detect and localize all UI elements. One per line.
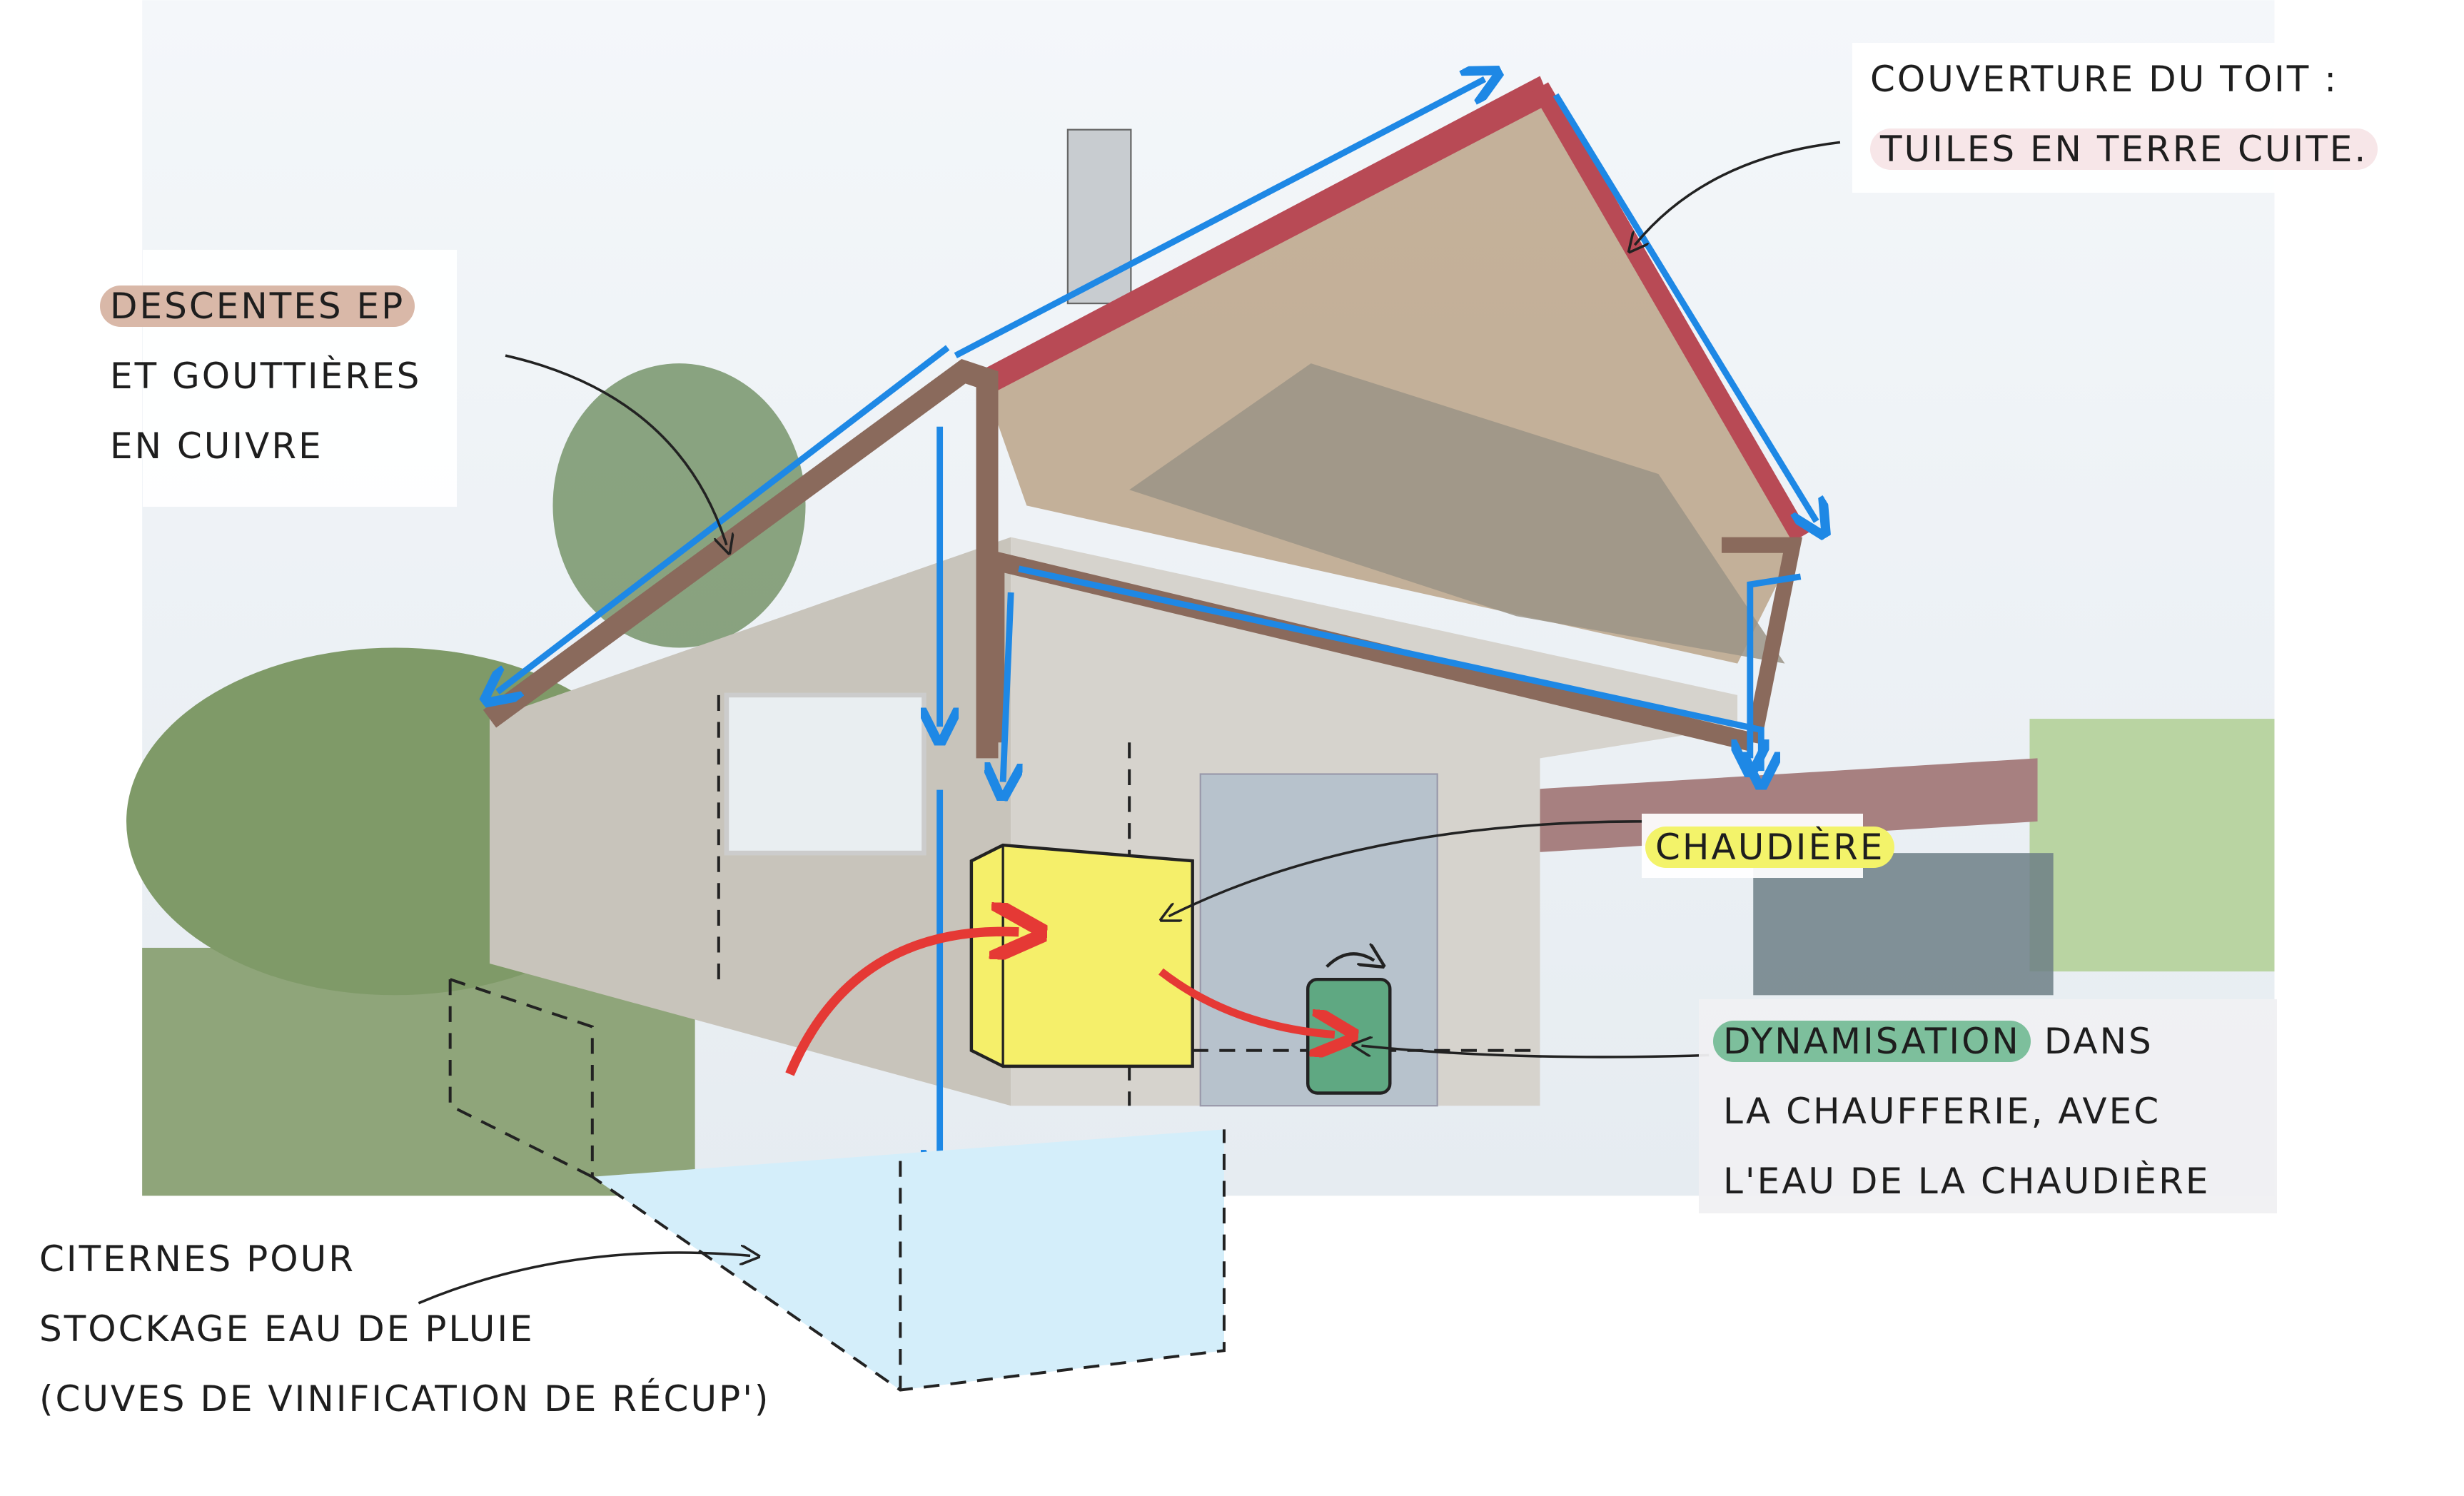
dynamisation-label-line2: la chaufferie, avec [1723,1091,2161,1132]
gutters-label-line2: et gouttières [110,355,422,397]
leader-roof [1635,141,1841,245]
boiler-label-text: Chaudière [1645,827,1895,868]
gutters-label: Descentes EP et gouttières en cuivre [100,271,421,481]
heat-arrow-out [1158,968,1334,1035]
dynamisation-label: Dynamisation dans la chaufferie, avec l'… [1713,1006,2210,1216]
cisterns-label-line3: (cuves de vinification de récup') [39,1378,771,1420]
cistern [592,1129,1224,1390]
dynamisation-label-highlight: Dynamisation [1713,1021,2031,1062]
roof-label-line1: Couverture du toit : [1870,59,2339,100]
roof-label-line2: tuiles en terre cuite. [1870,128,2378,170]
leader-cisterns [418,1253,750,1305]
balcony [1129,363,1785,664]
chimney [1066,128,1132,305]
gutters-label-line3: en cuivre [110,425,323,467]
gutters-label-line1: Descentes EP [100,285,415,327]
boiler-label: Chaudière [1645,812,1895,882]
copper-gutter-front [985,548,1756,752]
dynamisation-label-line3: l'eau de la chaudière [1723,1161,2211,1202]
cisterns-label-line1: Citernes pour [39,1238,356,1280]
leader-gutters [505,354,727,545]
roof-tiles [979,76,1551,393]
window [724,692,926,856]
cisterns-label-line2: stockage eau de pluie [39,1308,535,1350]
green-shed [2029,719,2275,972]
leader-boiler [1168,820,1643,916]
heat-arrow-in [785,931,1019,1076]
cisterns-label: Citernes pour stockage eau de pluie (cuv… [39,1224,770,1434]
roof-label: Couverture du toit : tuiles en terre cui… [1870,44,2378,184]
rain-water-arrows [498,79,1817,1169]
boiler [969,843,1194,1068]
leader-dynamisation [1361,1046,1710,1058]
dynamisation-label-line1-rest: dans [2044,1021,2154,1062]
